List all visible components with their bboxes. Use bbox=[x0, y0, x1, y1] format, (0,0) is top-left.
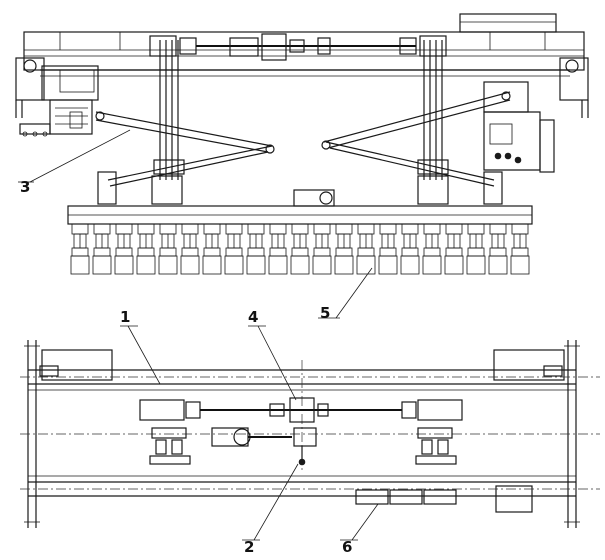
callout-3: 3 bbox=[20, 178, 30, 196]
tong-unit bbox=[400, 223, 420, 275]
trolley-drive bbox=[139, 397, 463, 423]
tong-unit bbox=[312, 223, 332, 275]
wheel-assembly-right bbox=[415, 427, 457, 465]
electrical-panels bbox=[355, 489, 457, 505]
spreader-motor bbox=[293, 189, 335, 207]
tong-unit bbox=[158, 223, 178, 275]
wheel-assembly-left bbox=[149, 427, 191, 465]
scissor-arm-left bbox=[95, 111, 275, 187]
bridge-girder bbox=[23, 13, 585, 77]
callout-4: 4 bbox=[248, 308, 258, 326]
spreader-beam bbox=[67, 205, 533, 225]
plan-girder-bottom bbox=[28, 475, 576, 513]
tong-unit bbox=[202, 223, 222, 275]
mast-left bbox=[153, 40, 185, 180]
callout-2-leader bbox=[253, 463, 299, 541]
tong-unit bbox=[334, 223, 354, 275]
end-carriage-right bbox=[559, 57, 589, 118]
tong-unit bbox=[510, 223, 530, 275]
mast-right bbox=[417, 40, 449, 180]
end-carriage-left bbox=[15, 57, 45, 118]
callout-1: 1 bbox=[120, 308, 130, 326]
scissor-arm-right bbox=[321, 91, 511, 187]
hoist-motor bbox=[211, 427, 317, 466]
operator-cab bbox=[19, 65, 99, 137]
tong-unit bbox=[268, 223, 288, 275]
tong-unit bbox=[378, 223, 398, 275]
callout-2: 2 bbox=[244, 538, 254, 556]
tong-unit bbox=[92, 223, 112, 275]
elevation-view bbox=[15, 13, 589, 319]
tong-unit bbox=[136, 223, 156, 275]
tong-unit bbox=[290, 223, 310, 275]
tong-row bbox=[70, 223, 530, 275]
callout-6-leader bbox=[351, 503, 379, 541]
callout-4-leader bbox=[257, 325, 297, 401]
callout-5: 5 bbox=[320, 304, 330, 322]
tong-unit bbox=[356, 223, 376, 275]
callout-5-leader bbox=[335, 267, 373, 319]
callout-6: 6 bbox=[342, 538, 352, 556]
tong-unit bbox=[70, 223, 90, 275]
callout-1-leader bbox=[127, 325, 161, 385]
tong-unit bbox=[114, 223, 134, 275]
plan-view bbox=[20, 325, 600, 541]
top-trolley-mechanism bbox=[149, 33, 447, 61]
tong-unit bbox=[246, 223, 266, 275]
tong-unit bbox=[488, 223, 508, 275]
tong-unit bbox=[180, 223, 200, 275]
tong-unit bbox=[224, 223, 244, 275]
tong-unit bbox=[444, 223, 464, 275]
electrical-cabinet bbox=[483, 81, 555, 173]
tong-unit bbox=[422, 223, 442, 275]
lift-cylinders bbox=[97, 171, 503, 205]
callout-3-leader bbox=[29, 129, 131, 183]
tong-unit bbox=[466, 223, 486, 275]
